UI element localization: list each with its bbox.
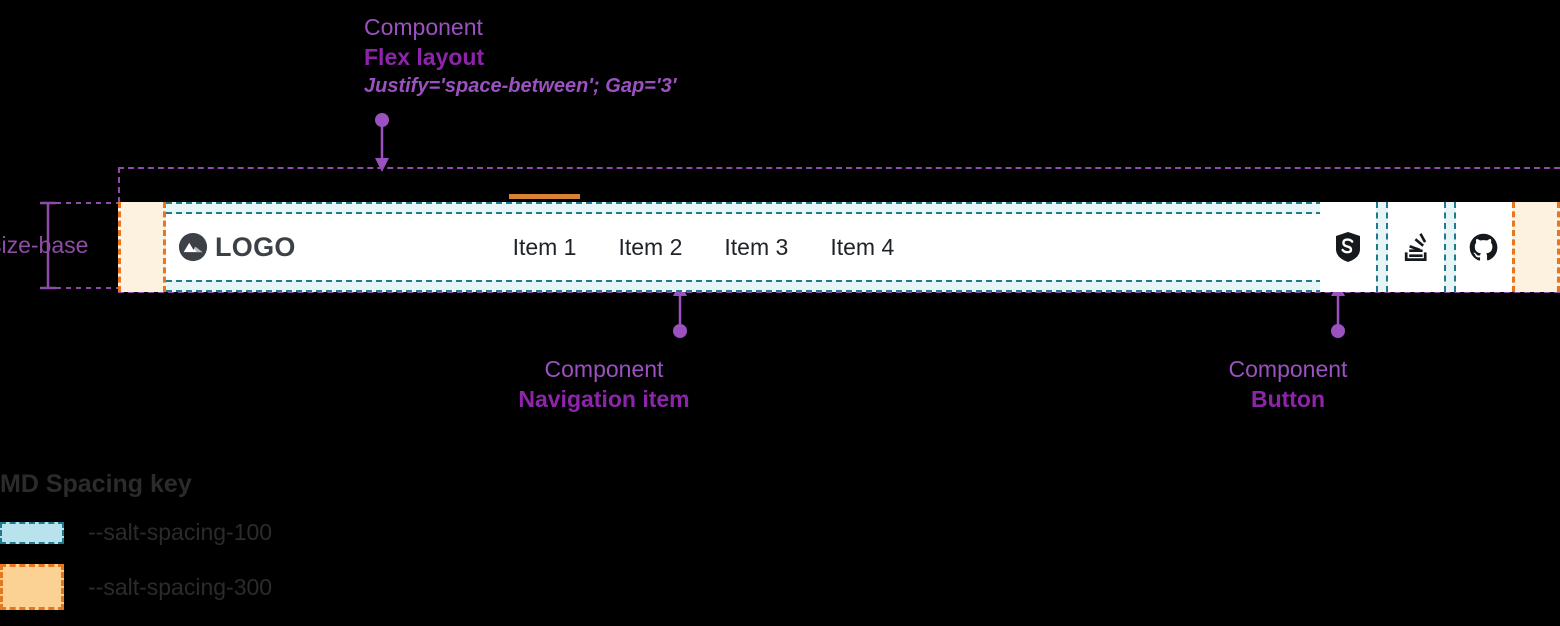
leader-line-flex-layout <box>375 113 389 172</box>
annotation-kind: Component <box>544 356 664 382</box>
legend-title: MD Spacing key <box>0 470 192 498</box>
legend-swatch-spacing-300 <box>0 564 64 610</box>
annotation-name: Flex layout <box>364 44 485 71</box>
leader-line-navigation-item <box>673 282 687 338</box>
nav-item-4[interactable]: Item 4 <box>830 233 895 260</box>
nav-item-2[interactable]: Item 2 <box>618 233 683 260</box>
size-base-dimension-marker <box>40 201 122 290</box>
annotation-flex-layout: Component Flex layout Justify='space-bet… <box>364 12 676 99</box>
annotation-navigation-item: Component Navigation item <box>510 354 698 415</box>
salt-shield-icon <box>1335 232 1360 262</box>
legend-label-spacing-100: --salt-spacing-100 <box>88 519 273 545</box>
nav-item-1[interactable]: Item 1 <box>505 193 585 263</box>
annotation-name: Navigation item <box>518 386 690 413</box>
legend-swatch-spacing-100 <box>0 521 64 544</box>
nav-item-3[interactable]: Item 3 <box>724 233 789 260</box>
spacing-key-legend: MD Spacing key --salt-spacing-100 --salt… <box>0 470 272 610</box>
spacing-100-band-1 <box>1375 202 1388 292</box>
navigation-items: Item 1 Item 2 Item 3 Item 4 <box>505 193 903 263</box>
size-base-label: size-base <box>0 232 89 258</box>
logo-text: LOGO <box>215 231 296 262</box>
annotation-kind: Component <box>1228 356 1348 382</box>
mountain-logo-icon <box>178 232 208 262</box>
annotation-props: Justify='space-between'; Gap='3' <box>364 74 677 97</box>
github-icon <box>1470 233 1498 261</box>
stack-overflow-icon <box>1404 233 1427 261</box>
spacing-100-band-2 <box>1443 202 1456 292</box>
navbar: LOGO Item 1 Item 2 Item 3 Item 4 <box>118 193 1560 292</box>
legend-row-spacing-100: --salt-spacing-100 <box>0 519 272 546</box>
spacing-100-top-band <box>166 202 1512 214</box>
github-button[interactable] <box>1455 202 1512 292</box>
navbar-actions <box>1319 202 1512 292</box>
legend-row-spacing-300: --salt-spacing-300 <box>0 564 272 610</box>
annotation-button: Component Button <box>1222 354 1354 415</box>
logo[interactable]: LOGO <box>178 232 296 263</box>
navbar-content: LOGO Item 1 Item 2 Item 3 Item 4 <box>166 193 1512 292</box>
spacing-100-bottom-band <box>166 280 1512 292</box>
stack-overflow-button[interactable] <box>1387 202 1444 292</box>
salt-button[interactable] <box>1319 202 1376 292</box>
legend-label-spacing-300: --salt-spacing-300 <box>88 573 273 600</box>
annotation-kind: Component <box>364 14 483 40</box>
annotation-name: Button <box>1250 386 1326 413</box>
spacing-300-left-gutter <box>118 202 166 292</box>
spacing-300-right-gutter <box>1512 202 1560 292</box>
